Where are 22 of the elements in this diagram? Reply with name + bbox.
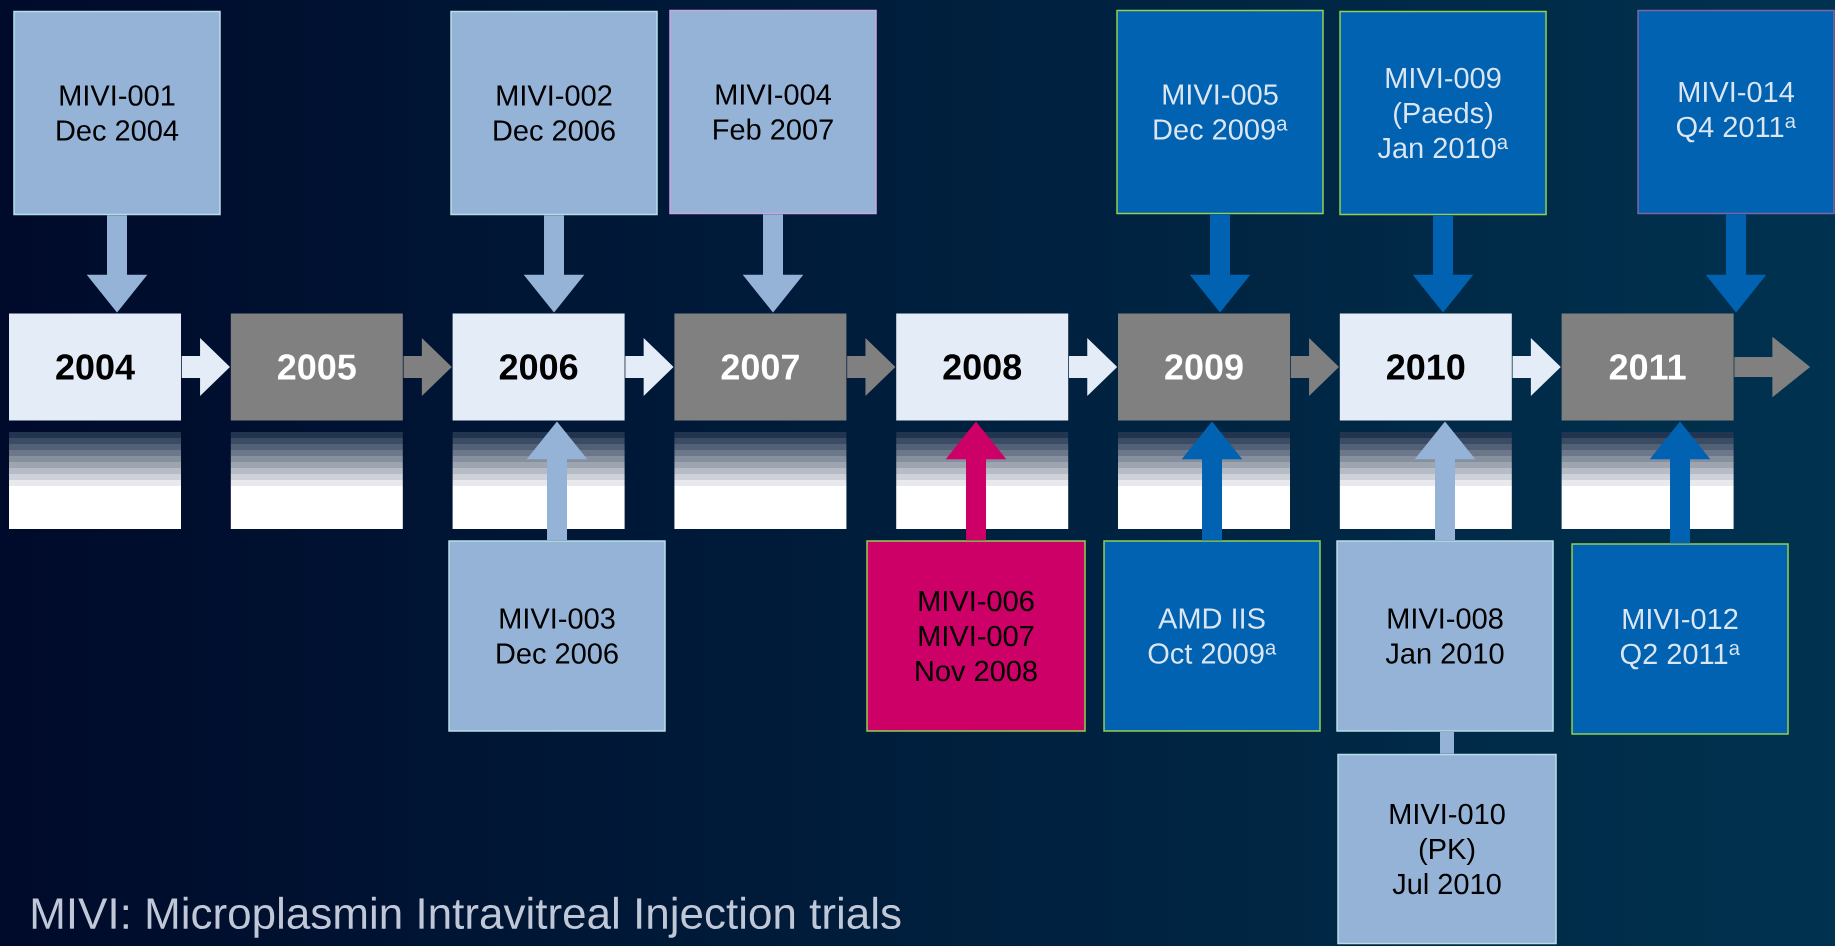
year-box: 2011 [1561, 313, 1734, 421]
milestone-box: MIVI-008 Jan 2010 [1336, 540, 1554, 732]
milestone-box: MIVI-006 MIVI-007 Nov 2008 [866, 540, 1086, 732]
year-box: 2007 [674, 313, 847, 421]
caption: MIVI: Microplasmin Intravitreal Injection trials [32, 896, 901, 938]
milestone-box: MIVI-012 Q2 2011$^{a}$ [1571, 543, 1789, 735]
year-box: 2006 [452, 313, 625, 421]
year-box: 2010 [1339, 313, 1512, 421]
year-box: 2004 [9, 313, 181, 421]
milestone-box: MIVI-014 Q4 2011$^{a}$ [1637, 9, 1835, 215]
year-box: 2008 [896, 313, 1069, 421]
milestone-box: MIVI-005 Dec 2009$^{a}$ [1116, 9, 1324, 215]
milestone-box: MIVI-003 Dec 2006 [448, 540, 666, 732]
milestone-box: AMD IIS Oct 2009$^{a}$ [1103, 540, 1321, 732]
milestone-box: MIVI-002 Dec 2006 [450, 10, 658, 216]
milestone-box: MIVI-009 (Paeds) Jan 2010$^{a}$ [1339, 10, 1547, 216]
connector-bar [1440, 731, 1454, 754]
year-box: 2005 [230, 313, 403, 421]
year-box: 2009 [1118, 313, 1290, 421]
milestone-box: MIVI-010 (PK) Jul 2010 [1337, 753, 1557, 945]
milestone-box: MIVI-004 Feb 2007 [669, 9, 877, 215]
milestone-box: MIVI-001 Dec 2004 [13, 10, 221, 216]
